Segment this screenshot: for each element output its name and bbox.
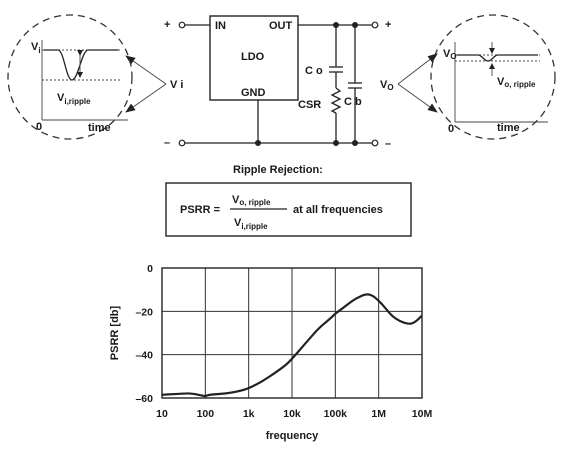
chart-grid (161, 267, 423, 399)
x-tick-label: 1M (371, 408, 386, 420)
output-plus-label: + (385, 19, 391, 31)
y-tick-label: 0 (147, 263, 153, 275)
inset-left-v-label: Vi (31, 41, 41, 55)
ground-node-ldo (255, 140, 261, 146)
x-tick-label: 1k (243, 408, 255, 420)
chart-y-ticks: 0 –20 –40 –60 (135, 263, 153, 405)
chart-y-label: PSRR [db] (109, 305, 121, 360)
output-minus-label: – (385, 138, 391, 150)
ground-node-co (333, 140, 339, 146)
vi-label: V i (170, 79, 183, 91)
inset-boundary-left (7, 14, 133, 140)
inset-left-ripple-label: Vi,ripple (57, 92, 91, 106)
inset-left-callout-lower (125, 83, 167, 113)
inset-left-time: time (88, 122, 111, 134)
psrr-series-line (161, 293, 424, 398)
inset-right-ripple-label: Vo, ripple (497, 76, 536, 89)
ripple-rejection-formula: Ripple Rejection: PSRR = Vo, ripple Vi,r… (165, 164, 412, 237)
y-tick-label: –60 (135, 393, 153, 405)
ldo-pin-in: IN (215, 20, 226, 32)
formula-title: Ripple Rejection: (233, 164, 323, 176)
cb-label: C b (344, 96, 362, 108)
csr-resistor (330, 87, 342, 114)
output-terminal-top (371, 21, 379, 29)
ground-node-cb (352, 140, 358, 146)
chart-x-ticks: 10 100 1k 10k 100k 1M 10M (156, 408, 432, 420)
formula-box (165, 182, 412, 237)
input-terminal-bottom (178, 139, 186, 147)
ldo-circuit: + – IN OUT LDO GND C o CSR C b + – (164, 15, 394, 150)
inset-right-callout-upper (397, 53, 438, 85)
input-ripple-inset: Vi Vi,ripple 0 time (7, 14, 167, 140)
inset-right-v-label: VO (443, 48, 457, 61)
vo-label: VO (380, 79, 394, 92)
formula-lhs: PSRR = (180, 204, 220, 216)
formula-numerator: Vo, ripple (232, 194, 271, 207)
ldo-pin-gnd: GND (241, 87, 266, 99)
formula-denominator: Vi,ripple (234, 217, 268, 231)
input-ripple-waveform (44, 49, 118, 81)
input-terminal-top (178, 21, 186, 29)
inset-right-callout-lower (397, 83, 438, 113)
csr-label: CSR (298, 99, 321, 111)
output-ripple-inset: VO Vo, ripple 0 time (397, 14, 556, 140)
input-plus-label: + (164, 19, 170, 31)
co-label: C o (305, 65, 323, 77)
inset-left-callout-upper (125, 55, 167, 85)
inset-boundary-right (430, 14, 556, 140)
x-tick-label: 100 (197, 408, 215, 420)
formula-rhs: at all frequencies (293, 204, 383, 216)
x-tick-label: 10k (283, 408, 301, 420)
y-tick-label: –40 (135, 350, 153, 362)
x-tick-label: 10 (156, 408, 168, 420)
x-tick-label: 10M (412, 408, 433, 420)
psrr-chart: 0 –20 –40 –60 10 100 1k 10k 100k 1M 10M frequency… (109, 263, 432, 442)
chart-plot-frame (161, 267, 423, 399)
chart-x-label: frequency (266, 430, 319, 442)
inset-left-origin: 0 (36, 121, 42, 133)
inset-right-origin: 0 (448, 123, 454, 135)
output-terminal-bottom (371, 139, 379, 147)
ldo-block (209, 15, 299, 101)
inset-right-time: time (497, 122, 520, 134)
x-tick-label: 100k (324, 408, 348, 420)
output-ripple-waveform (457, 54, 538, 62)
ldo-name: LDO (241, 51, 265, 63)
y-tick-label: –20 (135, 306, 153, 318)
ldo-pin-out: OUT (269, 20, 293, 32)
input-minus-label: – (164, 137, 170, 149)
